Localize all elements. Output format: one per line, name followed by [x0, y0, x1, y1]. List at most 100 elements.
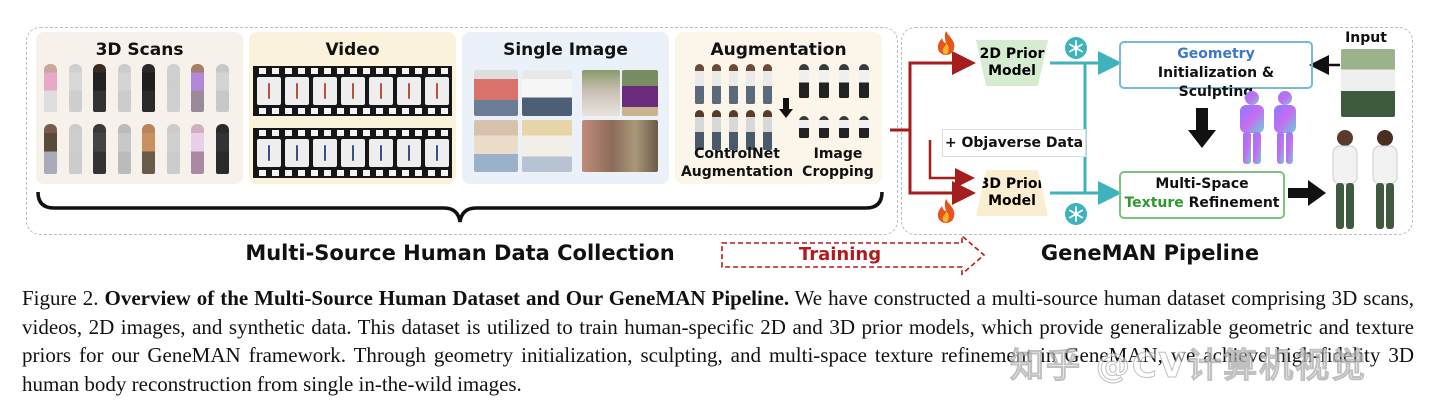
snowflake-icon: [1065, 203, 1087, 225]
scan-figure: [117, 124, 131, 174]
objaverse-label: + Objaverse Data: [942, 129, 1086, 157]
geometry-box: Geometry Initialization & Sculpting: [1119, 41, 1313, 100]
cropped-figure: [859, 64, 869, 98]
video-frame: [341, 77, 365, 105]
arrow-right-icon: [1288, 180, 1326, 206]
cropped-figure: [799, 64, 809, 98]
video-frame: [313, 139, 337, 167]
video-frame: [369, 139, 393, 167]
video-frame: [425, 77, 449, 105]
photo-woman-skirt: [622, 70, 658, 116]
snowflake-icon: [1065, 37, 1087, 59]
scan-figure: [117, 64, 131, 112]
collection-brace: [36, 191, 884, 223]
training-arrow: [721, 234, 986, 276]
video-frame: [285, 77, 309, 105]
texture-word: Texture: [1124, 195, 1184, 211]
photo-man-white-shirt: [522, 70, 572, 116]
video-frame: [369, 77, 393, 105]
fire-icon: [937, 31, 955, 55]
caption-body: We have constructed a multi-source human…: [22, 286, 1415, 396]
prior-3d-model-box: 3D Prior Model: [976, 170, 1048, 216]
scan-figure: [44, 64, 57, 112]
caption-label: Figure 2.: [22, 286, 99, 310]
augmented-figure: [763, 110, 772, 150]
photo-woman-dress: [582, 70, 620, 116]
scans-panel: 3D Scans: [36, 32, 243, 184]
pipeline-connectors: [890, 51, 1340, 205]
scan-figure: [166, 64, 180, 112]
fire-icon: [937, 199, 955, 223]
video-frame: [341, 139, 365, 167]
texture-rest: Refinement: [1188, 195, 1280, 211]
film-strip-bottom: [253, 128, 452, 178]
video-panel: Video: [249, 32, 456, 184]
textured-human-output: [1332, 130, 1358, 229]
input-label: Input: [1345, 30, 1387, 46]
photo-woman-blonde: [522, 120, 572, 172]
geometry-subtitle: Initialization & Sculpting: [1157, 65, 1275, 100]
collection-label: Multi-Source Human Data Collection: [245, 241, 675, 265]
cropped-figure: [819, 64, 829, 98]
cropped-figure: [839, 116, 849, 138]
scan-figure: [93, 64, 106, 112]
scan-figure: [68, 64, 82, 112]
scan-figure: [68, 124, 82, 174]
controlnet-label: ControlNet Augmentation: [680, 146, 794, 180]
video-title: Video: [325, 40, 380, 60]
augmented-figure: [712, 64, 721, 104]
scan-figure: [93, 124, 106, 174]
photo-group: [582, 120, 658, 172]
video-frame: [397, 139, 421, 167]
cropped-figure: [839, 64, 849, 98]
augmented-figure: [746, 64, 755, 104]
augmented-figure: [746, 110, 755, 150]
video-frame: [257, 77, 281, 105]
cropping-label: Image Cropping: [802, 146, 874, 180]
cropped-figure: [819, 116, 829, 138]
video-frame: [425, 139, 449, 167]
augmented-figure: [729, 64, 738, 104]
scan-figure: [191, 64, 204, 112]
normal-map-figure: [1240, 91, 1264, 164]
scans-title: 3D Scans: [95, 40, 184, 60]
scan-figure: [142, 124, 155, 174]
scan-figure: [215, 64, 229, 112]
pipeline-title: GeneMAN Pipeline: [1040, 241, 1260, 265]
single-image-panel: Single Image: [462, 32, 669, 184]
caption-title: Overview of the Multi-Source Human Datas…: [104, 286, 790, 310]
geometry-title: Geometry: [1177, 46, 1255, 62]
texture-line1: Multi-Space: [1155, 176, 1249, 192]
training-label: Training: [798, 244, 882, 265]
augmented-figure: [729, 110, 738, 150]
single-image-title: Single Image: [503, 40, 628, 60]
augmentation-title: Augmentation: [710, 40, 847, 60]
augmented-figure: [695, 64, 704, 104]
video-frame: [313, 77, 337, 105]
arrow-down-icon: [1188, 108, 1216, 148]
photo-man-red-shirt: [474, 70, 518, 116]
figure-caption: Figure 2. Overview of the Multi-Source H…: [22, 284, 1414, 398]
cropped-figure: [859, 116, 869, 138]
video-frame: [285, 139, 309, 167]
video-frame: [257, 139, 281, 167]
arrow-down-icon: [779, 98, 793, 118]
scan-figure: [166, 124, 180, 174]
scan-figure: [215, 124, 229, 174]
film-strip-top: [253, 66, 452, 116]
textured-human-output: [1372, 130, 1398, 229]
augmented-figure: [695, 110, 704, 150]
texture-box: Multi-Space Texture Refinement: [1119, 171, 1285, 219]
watermark-text: 知乎 @CV计算机视觉: [1009, 346, 1368, 387]
normal-map-figure: [1274, 91, 1296, 164]
prior-2d-model-box: 2D Prior Model: [976, 40, 1048, 86]
video-frame: [397, 77, 421, 105]
cropped-figure: [799, 116, 809, 138]
scan-figure: [44, 124, 57, 174]
scan-figure: [142, 64, 155, 112]
photo-woman-denim: [474, 120, 518, 172]
scan-figure: [191, 124, 204, 174]
augmentation-panel: Augmentation: [675, 32, 882, 184]
augmented-figure: [712, 110, 721, 150]
augmented-figure: [763, 64, 772, 104]
